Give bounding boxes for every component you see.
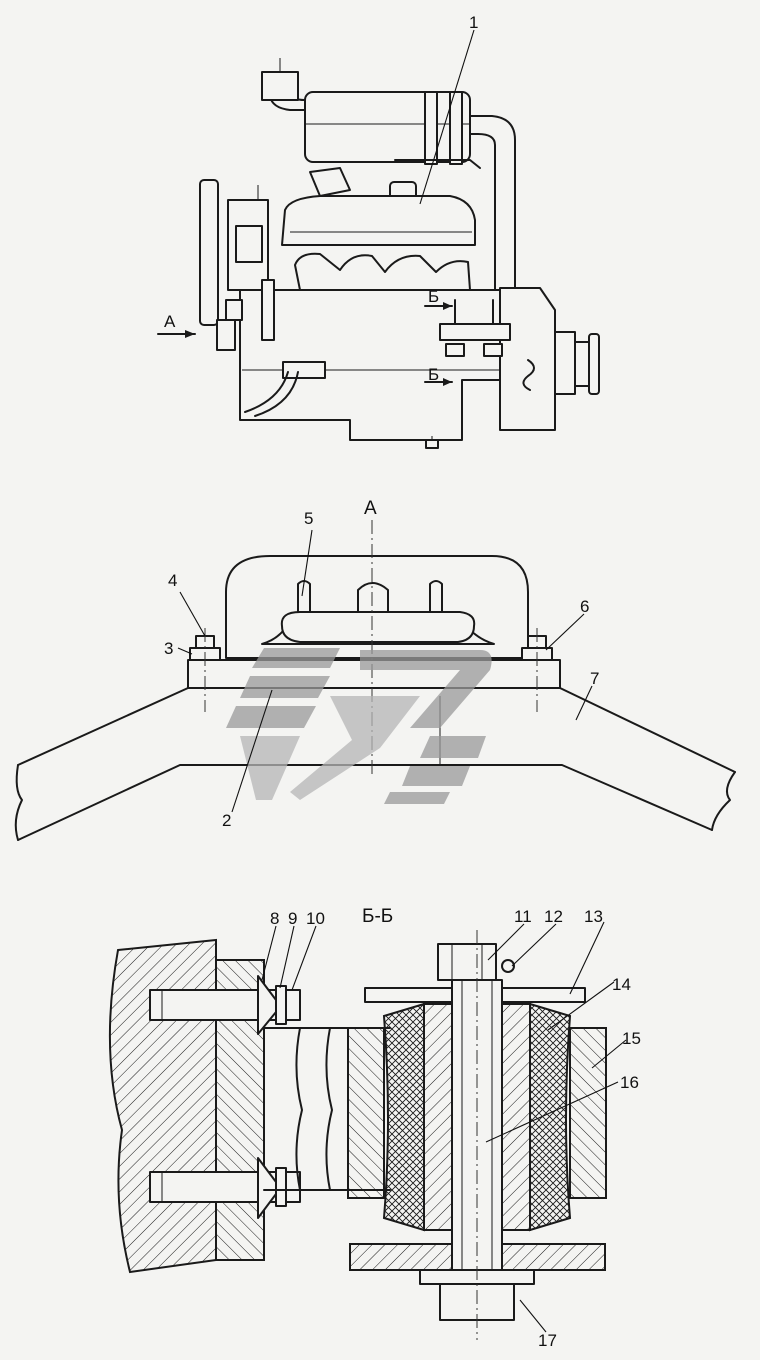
label-part-17: 17 [538, 1331, 557, 1350]
label-part-14: 14 [612, 975, 631, 994]
rear-mount [439, 299, 511, 357]
view-a-title: А [364, 498, 377, 519]
rocker-cover [281, 195, 476, 246]
label-section-b-top: Б [428, 287, 439, 306]
label-part-4: 4 [168, 571, 177, 590]
label-part-3: 3 [164, 639, 173, 658]
label-part-7: 7 [590, 669, 599, 688]
view-a: А 5 4 3 6 7 2 [14, 498, 736, 841]
label-part-13: 13 [584, 907, 603, 926]
label-part-12: 12 [544, 907, 563, 926]
section-bb-title: Б-Б [362, 906, 393, 927]
label-part-16: 16 [620, 1073, 639, 1092]
label-part-1: 1 [469, 13, 478, 32]
label-part-5: 5 [304, 509, 313, 528]
label-part-6: 6 [580, 597, 589, 616]
label-part-2: 2 [222, 811, 231, 830]
label-section-b-bottom: Б [428, 365, 439, 384]
label-part-10: 10 [306, 909, 325, 928]
label-part-9: 9 [288, 909, 297, 928]
side-view: 1 А Б Б [157, 13, 600, 449]
label-part-11: 11 [514, 907, 532, 926]
label-part-15: 15 [622, 1029, 641, 1048]
label-view-arrow-a: А [164, 312, 176, 331]
section-bb: Б-Б 8 9 10 11 12 13 14 15 16 17 [108, 906, 641, 1350]
watermark-logo [226, 648, 492, 804]
label-part-8: 8 [270, 909, 279, 928]
air-filter [261, 58, 471, 165]
